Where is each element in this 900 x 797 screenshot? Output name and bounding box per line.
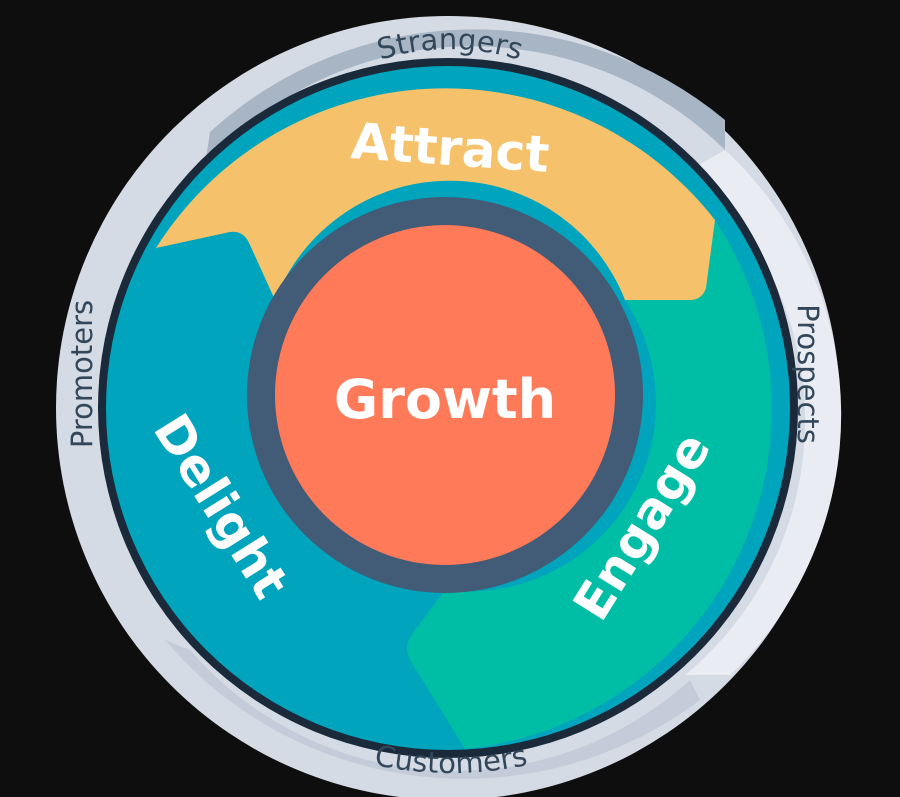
promoters-label: Promoters — [65, 300, 99, 448]
prospects-label: Prospects — [791, 304, 825, 444]
center-circle — [275, 225, 615, 565]
outer-ring-top-band — [205, 29, 725, 166]
engage-segment — [406, 220, 772, 749]
attract-segment — [156, 88, 715, 300]
attract-label: Attract — [349, 112, 551, 184]
growth-label: Growth — [334, 368, 556, 431]
outer-ring-right-band — [685, 150, 842, 675]
